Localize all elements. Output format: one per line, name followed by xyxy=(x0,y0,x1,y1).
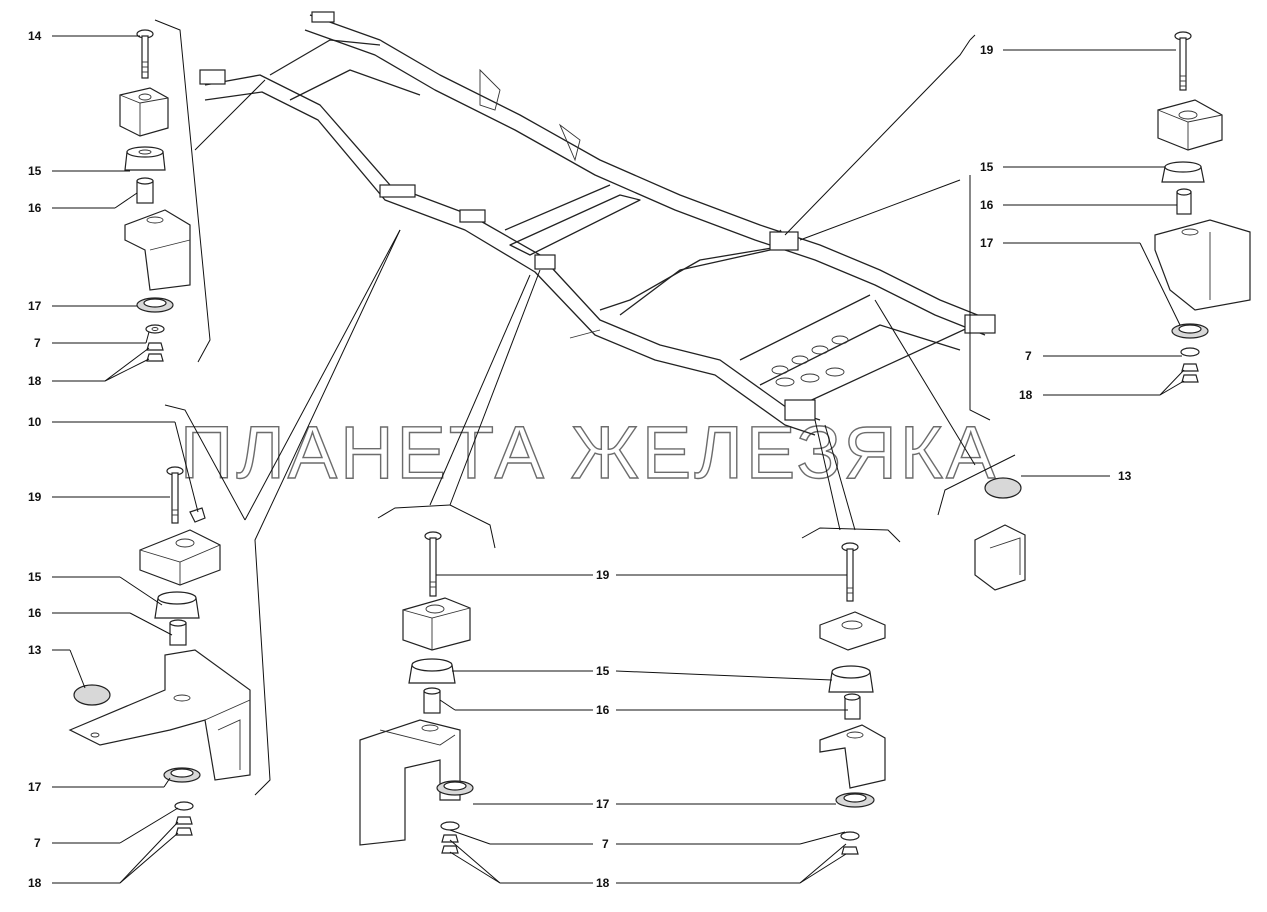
watermark-text: ПЛАНЕТА ЖЕЛЕЗЯКА xyxy=(180,411,998,494)
bolt xyxy=(841,542,859,602)
callout-14: 14 xyxy=(28,29,42,43)
cushion-17 xyxy=(163,767,201,783)
callout-16: 16 xyxy=(980,198,994,212)
bolt xyxy=(1174,31,1192,91)
cushion-17 xyxy=(1171,323,1209,339)
sleeve-16 xyxy=(843,693,861,720)
callout-19: 19 xyxy=(596,568,610,582)
cushion-upper xyxy=(1157,99,1223,151)
washer-7 xyxy=(174,801,194,811)
sleeve-16 xyxy=(136,177,154,204)
cushion-17 xyxy=(136,297,174,313)
bolt xyxy=(166,466,184,524)
washer-7 xyxy=(440,821,460,831)
callout-17: 17 xyxy=(980,236,994,250)
callout-13: 13 xyxy=(1118,469,1132,483)
bolt xyxy=(136,29,154,79)
nuts-18 xyxy=(441,834,459,854)
chassis-frame xyxy=(199,11,996,436)
callout-18: 18 xyxy=(28,876,42,890)
callout-15: 15 xyxy=(596,664,610,678)
bracket xyxy=(359,719,461,846)
cushion-17 xyxy=(835,792,875,808)
callout-19: 19 xyxy=(28,490,42,504)
cushion-upper xyxy=(119,87,169,137)
mount-assembly-top-right xyxy=(1154,31,1251,383)
sleeve-16 xyxy=(169,619,187,646)
mount-assembly-center-right xyxy=(819,542,886,855)
small-bracket-right xyxy=(974,524,1026,591)
washer-7 xyxy=(145,324,165,334)
nuts-18 xyxy=(1181,363,1199,383)
nuts-18 xyxy=(841,846,859,855)
cushion-15 xyxy=(828,665,874,693)
callout-18: 18 xyxy=(1019,388,1033,402)
callout-17: 17 xyxy=(28,780,42,794)
callout-leaders xyxy=(52,35,1185,884)
callout-17: 17 xyxy=(596,797,610,811)
callout-16: 16 xyxy=(28,201,42,215)
plug-13 xyxy=(73,684,111,706)
bracket xyxy=(124,209,191,291)
callout-18: 18 xyxy=(28,374,42,388)
callout-15: 15 xyxy=(980,160,994,174)
callout-7: 7 xyxy=(602,837,609,851)
bracket xyxy=(68,649,251,781)
callout-15: 15 xyxy=(28,164,42,178)
sleeve-16 xyxy=(1176,188,1192,215)
cushion-upper xyxy=(139,529,221,586)
callout-7: 7 xyxy=(1025,349,1032,363)
callout-13: 13 xyxy=(28,643,42,657)
callout-numbers: 14 15 16 17 7 18 19 15 16 17 7 18 13 10 … xyxy=(28,29,1132,890)
mount-assembly-left xyxy=(68,466,251,836)
nuts-18 xyxy=(146,342,164,362)
callout-16: 16 xyxy=(28,606,42,620)
callout-7: 7 xyxy=(34,836,41,850)
mount-assembly-top-left xyxy=(119,29,191,362)
cushion-17 xyxy=(436,780,474,796)
callout-10: 10 xyxy=(28,415,42,429)
nuts-18 xyxy=(175,816,193,836)
bolt xyxy=(424,531,442,597)
plug-13-right xyxy=(984,477,1022,499)
cushion-15 xyxy=(124,146,166,171)
assembly-leaders xyxy=(154,19,1016,796)
sleeve-16 xyxy=(423,687,441,714)
washer-7 xyxy=(1180,347,1200,357)
callout-17: 17 xyxy=(28,299,42,313)
bracket xyxy=(819,724,886,789)
callout-19: 19 xyxy=(980,43,994,57)
cushion-15 xyxy=(1161,161,1205,183)
washer-7 xyxy=(840,831,860,841)
cushion-upper xyxy=(819,611,886,651)
clip-10 xyxy=(189,507,206,523)
cushion-15 xyxy=(154,591,200,619)
callout-15: 15 xyxy=(28,570,42,584)
bracket xyxy=(1154,219,1251,311)
cushion-upper xyxy=(402,597,471,651)
callout-16: 16 xyxy=(596,703,610,717)
mount-assembly-center xyxy=(359,531,474,854)
callout-18: 18 xyxy=(596,876,610,890)
callout-7: 7 xyxy=(34,336,41,350)
cushion-15 xyxy=(408,658,456,684)
